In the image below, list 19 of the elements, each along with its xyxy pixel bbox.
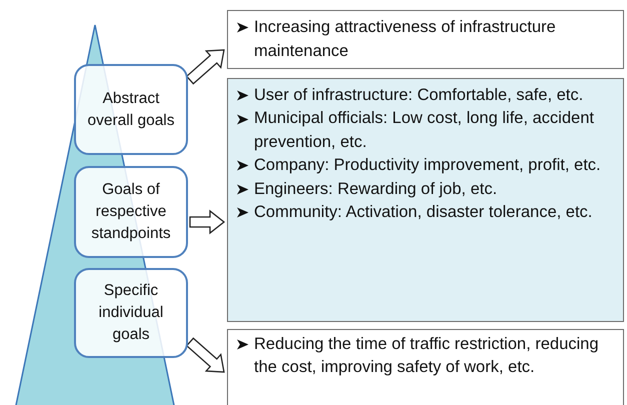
bullet-text: Community: Activation, disaster tolerance, etc. xyxy=(254,202,592,224)
goal-label: Goals of respective standpoints xyxy=(90,180,172,244)
bullet-list-box xyxy=(227,78,624,322)
goal-box xyxy=(74,64,188,155)
goal-label: Abstract overall goals xyxy=(86,88,176,130)
goal-box xyxy=(74,166,188,258)
goal-box xyxy=(74,268,188,358)
bullet-text: Engineers: Rewarding of job, etc. xyxy=(254,178,498,200)
goal-label: Specific individual goals xyxy=(98,281,164,345)
bullet-text: Reducing the time of traffic restriction, reducing the cost, improving safety of work, etc. xyxy=(254,334,600,378)
bullet-list-box xyxy=(227,10,624,69)
bullet-text: User of infrastructure: Comfortable, safe, etc. xyxy=(254,85,584,106)
bullet-text: Increasing attractiveness of infrastructure maintenance xyxy=(254,17,557,62)
bullet-text: Municipal officials: Low cost, long life, accident prevention, etc. xyxy=(254,108,595,153)
block-arrow xyxy=(186,49,225,85)
block-arrow xyxy=(186,337,225,373)
block-arrow xyxy=(189,210,226,234)
bullet-text: Company: Productivity improvement, profit, etc. xyxy=(254,155,601,176)
bullet-list-box xyxy=(227,329,624,405)
